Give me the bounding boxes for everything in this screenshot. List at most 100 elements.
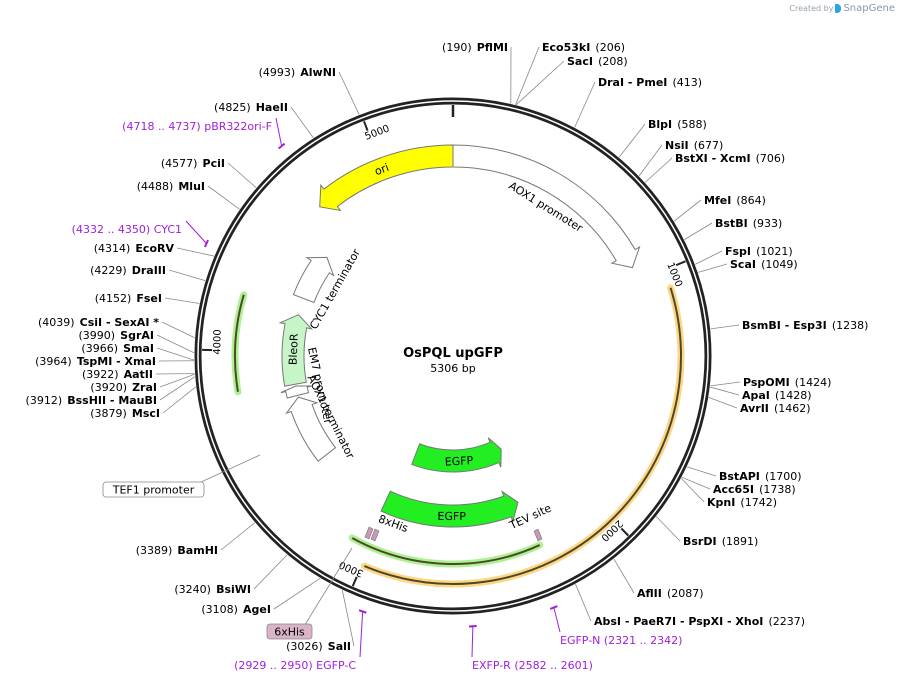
enzyme-leader <box>680 478 705 503</box>
enzyme-site[interactable]: KpnI (1742) <box>707 491 777 510</box>
feature-box[interactable] <box>266 623 313 640</box>
enzyme-leader <box>253 554 288 590</box>
feature-label: EGFP <box>444 454 473 469</box>
feature-aox1-promoter[interactable] <box>452 144 641 269</box>
enzyme-site[interactable]: (3240) BsiWI <box>174 578 251 597</box>
enzyme-leader <box>159 376 196 401</box>
enzyme-site[interactable]: MfeI (864) <box>704 189 766 208</box>
primer-mark[interactable] <box>278 142 286 150</box>
enzyme-name: NsiI <box>665 139 689 152</box>
enzyme-site[interactable]: DraI - PmeI (413) <box>598 71 702 90</box>
primer-text: pBR322ori-F <box>201 120 272 133</box>
enzyme-position: (4577) <box>161 157 198 170</box>
enzyme-site[interactable]: NsiI (677) <box>665 134 723 153</box>
enzyme-position: (3920) <box>90 381 127 394</box>
enzyme-site[interactable]: (3026) SalI <box>286 635 351 654</box>
8xhis-tag[interactable] <box>364 526 380 542</box>
enzyme-site[interactable]: ScaI (1049) <box>730 253 798 272</box>
enzyme-leader <box>618 123 646 158</box>
enzyme-site[interactable]: (4152) FseI <box>95 287 162 306</box>
enzyme-name: FspI <box>725 245 751 258</box>
enzyme-site[interactable]: Acc65I (1738) <box>713 478 796 497</box>
enzyme-site[interactable]: AvrII (1462) <box>740 397 811 416</box>
enzyme-site[interactable]: AflII (2087) <box>637 582 704 601</box>
enzyme-site[interactable]: (4039) CsiI - SexAI * <box>38 311 159 330</box>
orf-line[interactable] <box>364 287 682 585</box>
primer-label[interactable]: EGFP-N (2321 .. 2342) <box>560 634 682 647</box>
tick-mark <box>620 527 630 537</box>
enzyme-site[interactable]: (4825) HaeII <box>214 96 288 115</box>
enzyme-site[interactable]: (3879) MscI <box>90 402 160 421</box>
feature-cyc1-terminator[interactable] <box>292 256 335 304</box>
enzyme-position: (413) <box>672 76 702 89</box>
enzyme-position: (3389) <box>136 544 173 557</box>
enzyme-site[interactable]: (4993) AlwNI <box>259 61 336 80</box>
enzyme-site[interactable]: BlpI (588) <box>648 113 707 132</box>
enzyme-name: EcoRV <box>135 242 174 255</box>
enzyme-leader <box>156 334 195 354</box>
enzyme-name: CsiI - SexAI * <box>80 316 160 329</box>
primer-mark[interactable] <box>203 239 209 248</box>
enzyme-site[interactable]: (4577) PciI <box>161 152 225 171</box>
enzyme-site[interactable]: BsrDI (1891) <box>683 530 758 549</box>
primer-mark[interactable] <box>358 609 367 614</box>
enzyme-site[interactable]: Eco53kI (206) <box>542 36 625 55</box>
enzyme-site[interactable]: (3966) SmaI <box>81 337 154 356</box>
feature-egfp[interactable] <box>380 490 519 528</box>
enzyme-site[interactable]: BsmBI - Esp3I (1238) <box>742 314 868 333</box>
orf-line[interactable] <box>234 294 245 393</box>
enzyme-site[interactable]: (4229) DraIII <box>90 259 166 278</box>
enzyme-site[interactable]: FspI (1021) <box>725 240 793 259</box>
enzyme-site[interactable]: BstBI (933) <box>715 212 782 231</box>
orf-line[interactable] <box>351 537 541 565</box>
enzyme-leader <box>161 321 195 339</box>
enzyme-position: (933) <box>753 217 783 230</box>
primer-label[interactable]: EXFP-R (2582 .. 2601) <box>472 659 593 672</box>
enzyme-site[interactable]: (3389) BamHI <box>136 539 218 558</box>
primer-mark[interactable] <box>468 624 477 628</box>
enzyme-position: (677) <box>694 139 724 152</box>
primer-text: (2321 .. 2342) <box>600 634 682 647</box>
enzyme-name: FseI <box>136 292 162 305</box>
enzyme-site[interactable]: (3108) AgeI <box>201 598 271 617</box>
primer-text: CYC1 <box>150 223 182 236</box>
enzyme-site[interactable]: (3964) TspMI - XmaI <box>35 350 156 369</box>
enzyme-site[interactable]: (4314) EcoRV <box>94 237 175 256</box>
primer-label[interactable]: (2929 .. 2950) EGFP-C <box>234 659 356 672</box>
enzyme-site[interactable]: (3920) ZraI <box>90 376 157 395</box>
enzyme-name: ZraI <box>132 381 157 394</box>
feature-em7-promoter[interactable] <box>280 385 313 399</box>
enzyme-leader <box>290 106 314 139</box>
tev-site-tag[interactable] <box>533 528 543 542</box>
enzyme-site[interactable]: BstAPI (1700) <box>719 465 802 484</box>
primer-text: EXFP-R <box>472 659 511 672</box>
enzyme-site[interactable]: (3990) SgrAI <box>79 324 155 343</box>
enzyme-name: AlwNI <box>300 66 336 79</box>
enzyme-site[interactable]: (3922) AatII <box>82 363 153 382</box>
tick-label: 4000 <box>212 329 224 355</box>
enzyme-site[interactable]: AbsI - PaeR7I - PspXI - XhoI (2237) <box>594 610 805 629</box>
enzyme-name: BstBI <box>715 217 748 230</box>
feature-bleor[interactable] <box>278 314 314 387</box>
feature-ori[interactable] <box>319 144 454 212</box>
enzyme-name: Acc65I <box>713 483 754 496</box>
primer-label[interactable]: (4332 .. 4350) CYC1 <box>72 223 182 236</box>
enzyme-site[interactable]: PspOMI (1424) <box>743 371 831 390</box>
enzyme-site[interactable]: SacI (208) <box>567 50 628 69</box>
enzyme-site[interactable]: BstXI - XcmI (706) <box>675 147 785 166</box>
enzyme-name: AbsI - PaeR7I - PspXI - XhoI <box>594 615 763 628</box>
enzyme-leader <box>207 185 240 210</box>
feature-aox1-terminator[interactable] <box>285 396 337 462</box>
enzyme-site[interactable]: (190) PflMI <box>442 36 508 55</box>
enzyme-site[interactable]: ApaI (1428) <box>742 384 812 403</box>
feature-box[interactable] <box>102 481 205 498</box>
orf-layer <box>231 284 685 588</box>
enzyme-site[interactable]: (3912) BssHII - MauBI <box>26 389 157 408</box>
enzyme-name: MfeI <box>704 194 731 207</box>
enzyme-leader <box>613 558 635 594</box>
feature-egfp[interactable] <box>411 437 502 473</box>
primer-mark[interactable] <box>549 605 558 610</box>
enzyme-site[interactable]: (4488) MluI <box>137 175 205 194</box>
primer-label[interactable]: (4718 .. 4737) pBR322ori-F <box>122 120 272 133</box>
